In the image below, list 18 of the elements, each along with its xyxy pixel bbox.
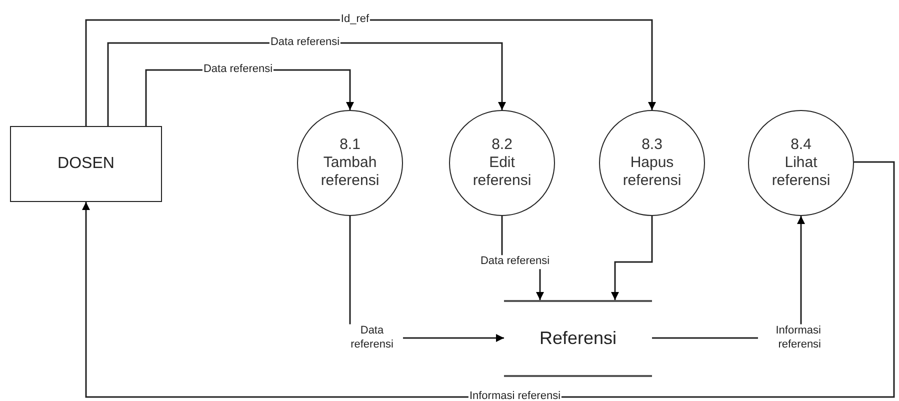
process-number: 8.1 — [340, 136, 360, 154]
edge-label: Informasi referensi — [468, 390, 562, 401]
node-label: Lihat referensi — [770, 154, 832, 190]
node-label: DOSEN — [58, 155, 114, 173]
process-number: 8.2 — [492, 136, 512, 154]
process-number: 8.4 — [790, 136, 812, 154]
arrow — [611, 216, 653, 300]
node-label: Hapus referensi — [622, 154, 682, 190]
node-label: Referensi — [539, 328, 617, 349]
edge-label: Data referensi — [479, 255, 551, 269]
node-label: Tambah referensi — [320, 154, 380, 190]
edge-label: Id_ref — [340, 13, 370, 27]
arrow — [85, 19, 656, 126]
entity-box — [10, 126, 162, 202]
arrow — [82, 161, 895, 398]
process-number: 8.3 — [642, 136, 662, 154]
data-store — [504, 300, 652, 377]
node-label: Edit referensi — [472, 154, 532, 190]
